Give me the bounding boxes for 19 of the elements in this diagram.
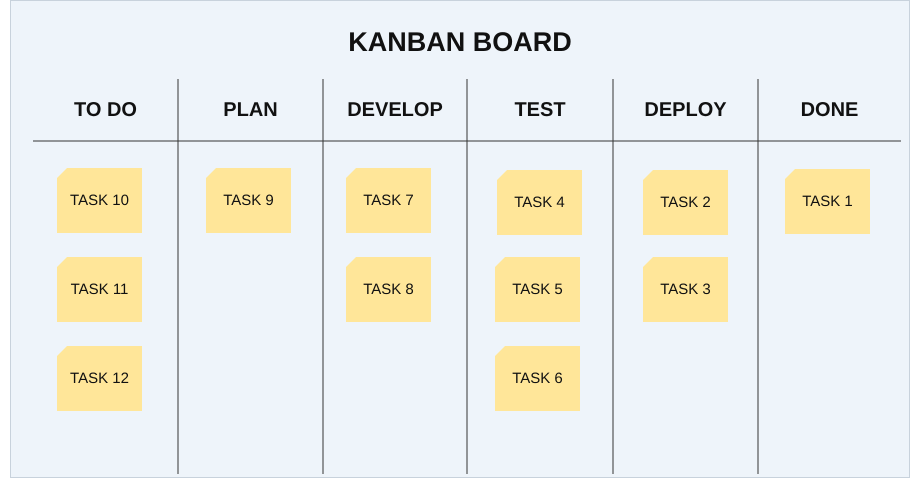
sticky-note: TASK 7 [346,168,431,233]
column-header: PLAN [223,99,278,122]
sticky-note: TASK 2 [643,170,728,235]
column-header: DEVELOP [347,99,443,122]
column-header: DEPLOY [644,99,727,122]
board-title: KANBAN BOARD [348,27,572,58]
sticky-note: TASK 8 [346,257,431,322]
sticky-note: TASK 4 [497,170,582,235]
column-header: DONE [800,99,858,122]
sticky-note: TASK 9 [206,168,291,233]
column-header: TEST [514,99,566,122]
sticky-note: TASK 5 [495,257,580,322]
sticky-note: TASK 1 [785,169,870,234]
sticky-note: TASK 6 [495,346,580,411]
sticky-note: TASK 11 [57,257,142,322]
column-header: TO DO [74,99,137,122]
sticky-note: TASK 3 [643,257,728,322]
sticky-note: TASK 12 [57,346,142,411]
sticky-note: TASK 10 [57,168,142,233]
